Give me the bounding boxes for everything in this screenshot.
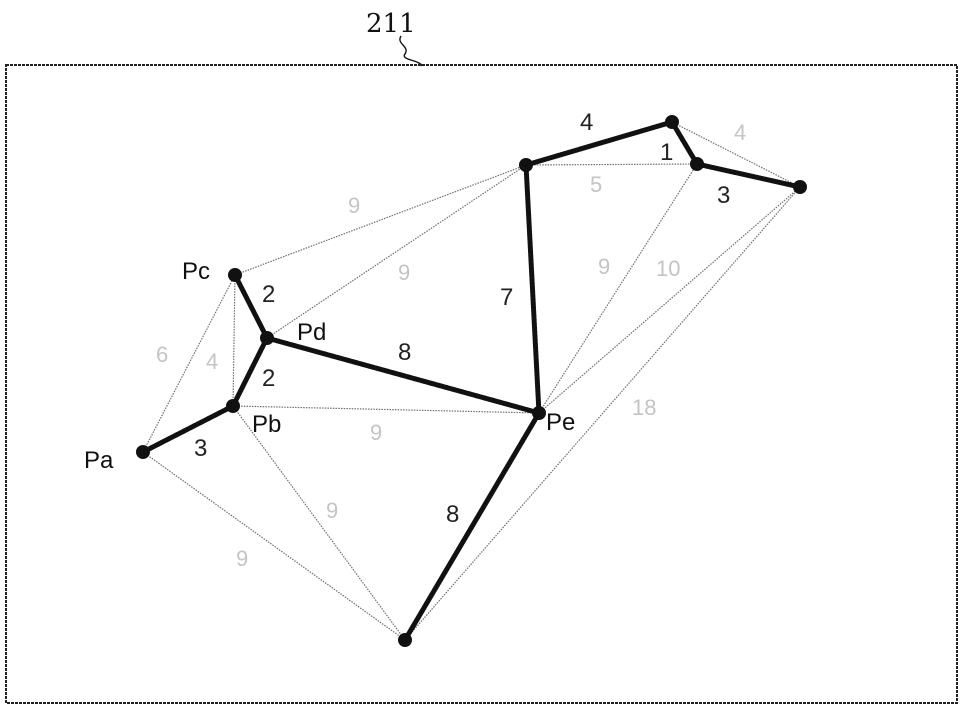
reference-leader-line: [399, 35, 423, 67]
edge-weight-Pb-B: 9: [326, 498, 338, 523]
edge-weight-Pe-T1: 7: [500, 284, 513, 311]
edge-T3-R: [694, 161, 803, 190]
edge-weight-Pb-Pe: 9: [370, 420, 382, 445]
node-label-Pb: Pb: [252, 411, 281, 438]
edge-B-R: [404, 186, 801, 641]
edge-T2-R: [671, 121, 801, 188]
edge-weight-T2-R: 4: [734, 120, 746, 145]
edge-Pe-R: [538, 186, 801, 414]
bold-edges: [140, 119, 803, 643]
edge-weight-Pa-B: 9: [236, 546, 248, 571]
edge-weight-B-R: 18: [632, 395, 656, 420]
node-label-Pa: Pa: [84, 447, 114, 474]
node-T3: [690, 157, 704, 171]
edge-weight-T2-T3: 1: [660, 139, 673, 166]
edge-weight-Pe-R: 10: [656, 256, 680, 281]
edge-Pb-Pd: [230, 335, 270, 409]
node-label-Pe: Pe: [546, 409, 575, 436]
node-Pe: [532, 406, 546, 420]
edge-Pa-Pb: [140, 403, 236, 455]
edge-Pb-Pe: [232, 405, 540, 414]
thin-edges: [142, 121, 801, 641]
edge-weight-Pc-Pb: 4: [206, 349, 218, 374]
edge-Pd-T1: [266, 164, 527, 339]
edge-weight-Pa-Pc: 6: [156, 342, 168, 367]
edge-T1-T2: [523, 119, 675, 168]
edge-Pe-B: [402, 410, 542, 643]
edge-weight-Pe-T3: 9: [598, 254, 610, 279]
edge-weight-Pd-T1: 9: [398, 260, 410, 285]
edge-weight-Pe-B: 8: [446, 501, 459, 528]
edge-Pc-T1: [234, 164, 527, 276]
edge-weight-Pc-Pd: 2: [262, 281, 275, 308]
edge-Pc-Pd: [232, 272, 270, 341]
node-Pb: [226, 399, 240, 413]
edge-weight-Pd-Pe: 8: [398, 339, 411, 366]
edge-weight-Pb-Pd: 2: [262, 365, 275, 392]
node-B: [398, 633, 412, 647]
edge-Pa-B: [142, 451, 406, 641]
node-T2: [665, 115, 679, 129]
edge-Pe-T1: [523, 162, 542, 416]
edge-Pe-T3: [538, 163, 698, 414]
node-T1: [519, 158, 533, 172]
edge-T2-T3: [669, 119, 700, 167]
edge-Pd-Pe: [264, 335, 542, 416]
edge-weights: 3 2 2 8 8 7 4 1 3 6 4 9 9 9 9 9 5 4 9 10 18: [156, 109, 746, 571]
node-R: [793, 180, 807, 194]
edge-weight-Pa-Pb: 3: [194, 435, 207, 462]
edge-weight-T1-T2: 4: [580, 109, 593, 136]
node-Pd: [260, 331, 274, 345]
edge-weight-T3-R: 3: [717, 182, 730, 209]
node-Pa: [136, 445, 150, 459]
node-label-Pc: Pc: [182, 258, 210, 285]
node-Pc: [228, 268, 242, 282]
edge-Pc-Pb: [232, 274, 236, 407]
figure-frame: [5, 64, 958, 704]
edge-weight-T1-T3: 5: [590, 172, 602, 197]
node-label-Pd: Pd: [297, 319, 326, 346]
graph-nodes: [136, 115, 807, 647]
edge-Pa-Pc: [142, 274, 236, 453]
edge-weight-Pc-T1: 9: [348, 193, 360, 218]
reference-numeral: 211: [366, 9, 416, 39]
